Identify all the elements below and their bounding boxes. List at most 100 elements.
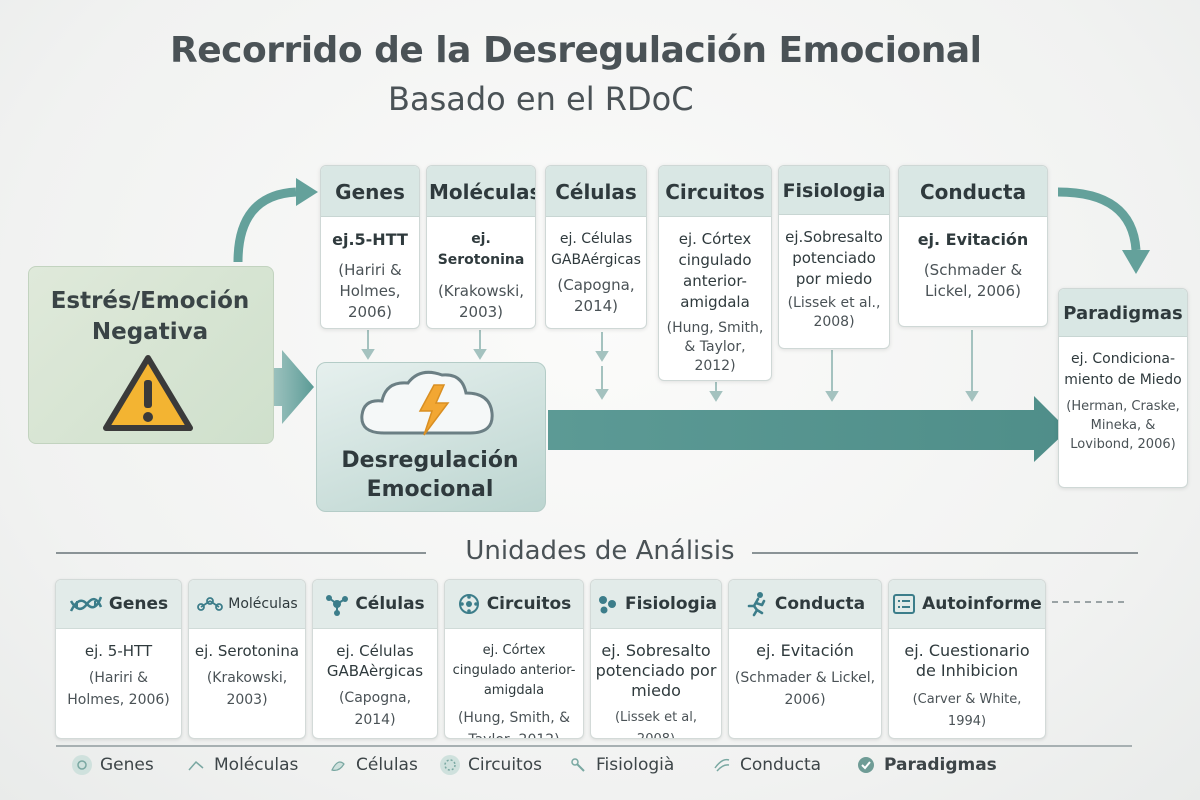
legend-item-physiology: Fisiologià: [568, 755, 674, 775]
warning-icon: [103, 355, 193, 431]
unit-card-genes: Genes ej. 5-HTT (Hariri & Holmes, 2006): [55, 579, 182, 739]
paradigm-card-title: Paradigmas: [1059, 289, 1187, 337]
unit-card-example: ej. Evitación: [756, 641, 854, 660]
level-card-reference: (Hung, Smith, & Taylor, 2012): [666, 320, 764, 374]
level-card-genes: Genes ej.5-HTT (Hariri & Holmes, 2006): [320, 165, 420, 329]
level-card-title: Moléculas: [427, 166, 535, 217]
legend-item-molecules: Moléculas: [186, 755, 298, 775]
unit-card-behavior: Conducta ej. Evitación (Schmader & Licke…: [728, 579, 882, 739]
unit-card-reference: (Lissek et al, 2008): [614, 710, 698, 738]
molecule-icon: [197, 597, 224, 611]
unit-card-reference: (Schmader & Lickel, 2006): [734, 670, 876, 708]
level-card-reference: (Krakowski, 2003): [437, 282, 525, 321]
legend-label: Moléculas: [214, 755, 299, 775]
unit-card-title: Circuitos: [486, 594, 572, 614]
unit-card-physiology: Fisiologia ej. Sobresalto potenciado por…: [590, 579, 722, 739]
unit-card-title: Células: [355, 594, 425, 614]
legend-item-genes: Genes: [72, 755, 154, 775]
unit-card-title: Fisiologia: [624, 594, 718, 614]
arrow-main-horizontal: [548, 396, 1068, 462]
unit-card-title: Moléculas: [228, 596, 298, 612]
unit-card-title: Conducta: [774, 594, 866, 614]
level-card-example: ej.5-HTT: [332, 230, 408, 249]
unit-card-example: ej. Cuestionario de Inhibicion: [904, 641, 1030, 680]
section-divider-right: [752, 552, 1138, 554]
level-card-physiology: Fisiologia ej.Sobresalto potenciado por …: [778, 165, 890, 349]
unit-card-reference: (Capogna, 2014): [338, 690, 412, 728]
arrow-head-genes: [296, 178, 318, 206]
legend-label: Células: [356, 755, 418, 775]
dysregulation-label: Desregulación Emocional: [341, 448, 519, 502]
unit-card-title: Autoinforme: [922, 594, 1042, 614]
paradigm-card-example: ej. Condiciona-miento de Miedo: [1064, 351, 1182, 388]
legend-item-cells: Células: [328, 755, 418, 775]
form-icon: [893, 594, 916, 614]
arrow-stress-to-genes: [233, 187, 297, 263]
cell-icon: [326, 595, 349, 616]
paradigm-card-reference: (Herman, Craske, Mineka, & Lovibond, 200…: [1066, 399, 1180, 452]
legend-item-behavior: Conducta: [712, 755, 821, 775]
level-card-title: Genes: [321, 166, 419, 217]
paradigm-card: Paradigmas ej. Condiciona-miento de Mied…: [1058, 288, 1188, 488]
level-card-behavior: Conducta ej. Evitación (Schmader & Licke…: [898, 165, 1048, 327]
legend-item-circuits: Circuitos: [440, 755, 542, 775]
level-card-cells: Células ej. Células GABAérgicas (Capogna…: [545, 165, 647, 329]
section-divider-left: [56, 552, 426, 554]
section-title: Unidades de Análisis: [465, 536, 735, 566]
arrow-conducta-to-paradigms: [1057, 187, 1141, 251]
unit-card-title: Genes: [108, 594, 169, 614]
legend-label: Circuitos: [468, 755, 542, 775]
unit-card-self-report: Autoinforme ej. Cuestionario de Inhibici…: [888, 579, 1046, 739]
level-card-reference: (Hariri & Holmes, 2006): [338, 261, 402, 321]
legend-divider: [56, 745, 1132, 747]
page-subtitle: Basado en el RDoC: [388, 80, 694, 118]
dna-icon: [69, 596, 103, 612]
level-card-reference: (Capogna, 2014): [557, 276, 635, 315]
level-card-title: Conducta: [899, 166, 1047, 217]
molecules-legend-icon: [186, 755, 206, 775]
legend-label: Fisiologià: [596, 755, 675, 775]
unit-card-reference: (Hung, Smith, & Taylor, 2012): [457, 710, 571, 738]
level-card-circuits: Circuitos ej. Córtex cingulado anterior-…: [658, 165, 772, 381]
unit-card-reference: (Krakowski, 2003): [206, 670, 288, 708]
unit-card-example: ej. Sobresalto potenciado por miedo: [595, 641, 717, 700]
legend-label: Genes: [100, 755, 154, 775]
unit-card-example: ej. Células GABAèrgicas: [326, 642, 424, 680]
level-card-example: ej.Sobresalto potenciado por miedo: [785, 228, 883, 288]
level-card-molecules: Moléculas ej. Serotonina (Krakowski, 200…: [426, 165, 536, 329]
legend-label: Conducta: [740, 755, 822, 775]
circuit-icon: [458, 594, 479, 614]
level-card-title: Circuitos: [659, 166, 771, 217]
level-card-example: ej. Serotonina: [437, 231, 525, 268]
unit-card-example: ej. Córtex cingulado anterior-amigdala: [452, 643, 576, 698]
level-card-example: ej. Evitación: [917, 230, 1029, 249]
dashed-connector: [1052, 601, 1128, 603]
storm-cloud-icon: [360, 370, 494, 436]
page-title: Recorrido de la Desregulación Emocional: [170, 30, 982, 71]
running-person-icon: [747, 592, 766, 617]
level-card-title: Células: [546, 166, 646, 217]
legend-item-paradigms: Paradigmas: [856, 755, 997, 775]
circuits-legend-icon: [440, 755, 460, 775]
unit-card-example: ej. 5-HTT: [84, 642, 153, 660]
unit-card-reference: (Carver & White, 1994): [912, 692, 1022, 729]
physiology-icon: [598, 596, 616, 614]
level-card-reference: (Lissek et al., 2008): [787, 295, 881, 330]
cells-legend-icon: [328, 755, 348, 775]
stress-label: Estrés/Emoción Negativa: [50, 288, 250, 345]
physiology-legend-icon: [568, 755, 588, 775]
paradigms-legend-icon: [856, 755, 876, 775]
legend-label: Paradigmas: [884, 755, 997, 775]
unit-card-cells: Células ej. Células GABAèrgicas (Capogna…: [312, 579, 438, 739]
unit-card-reference: (Hariri & Holmes, 2006): [67, 670, 170, 708]
level-card-example: ej. Córtex cingulado anterior-amigdala: [678, 230, 752, 311]
unit-card-molecules: Moléculas ej. Serotonina (Krakowski, 200…: [188, 579, 306, 739]
level-card-title: Fisiologia: [779, 166, 889, 215]
arrow-head-paradigms: [1122, 250, 1150, 274]
level-card-reference: (Schmader & Lickel, 2006): [923, 261, 1023, 300]
level-card-example: ej. Células GABAérgicas: [551, 231, 641, 268]
behavior-legend-icon: [712, 755, 732, 775]
unit-card-circuits: Circuitos ej. Córtex cingulado anterior-…: [444, 579, 584, 739]
unit-card-example: ej. Serotonina: [194, 642, 300, 660]
genes-legend-icon: [72, 755, 92, 775]
